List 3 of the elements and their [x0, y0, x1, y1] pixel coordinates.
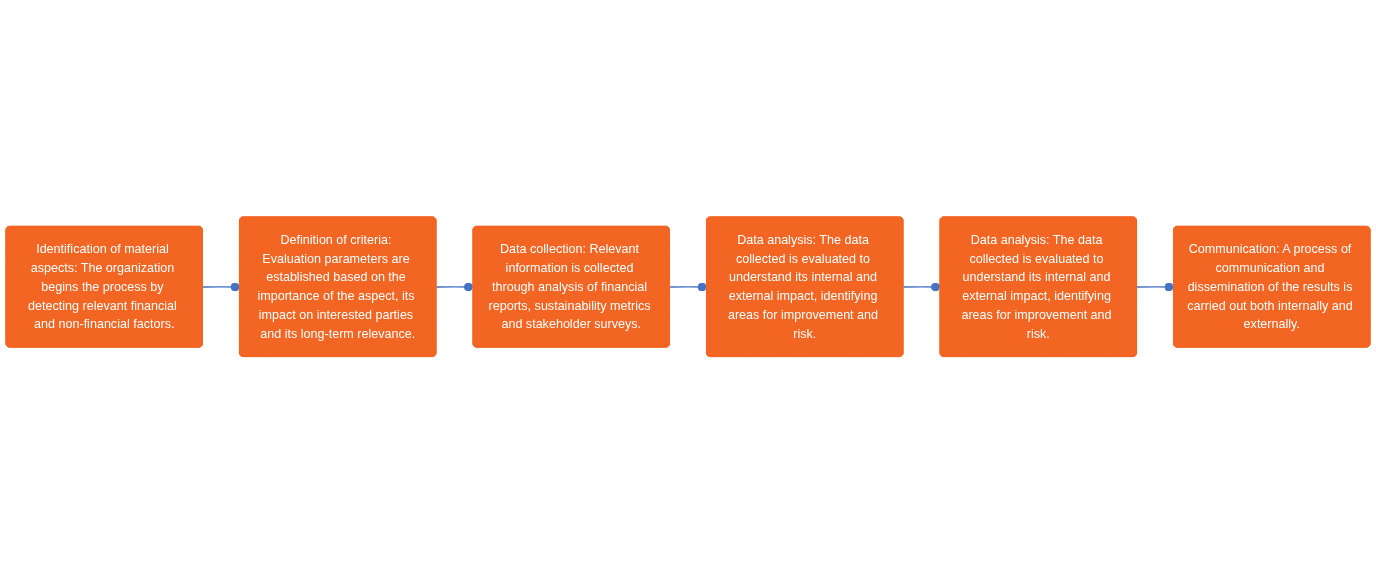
connector	[202, 282, 241, 292]
connector	[1136, 282, 1175, 292]
connector	[669, 282, 708, 292]
